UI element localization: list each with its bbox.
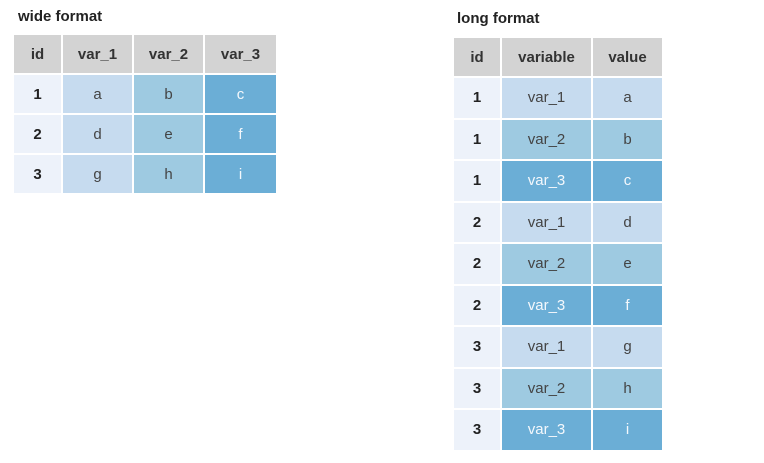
long-id-cell: 1	[454, 119, 502, 161]
wide-id-cell: 2	[14, 115, 63, 155]
long-table-row: 2 var_3 f	[454, 285, 662, 327]
wide-table-row: 1 a b c	[14, 75, 276, 115]
long-variable-cell: var_3	[502, 410, 593, 452]
long-value-cell: a	[593, 78, 662, 120]
wide-value-cell: d	[63, 115, 134, 155]
long-header-row: id variable value	[454, 38, 662, 78]
long-value-cell: g	[593, 327, 662, 369]
wide-value-cell: h	[134, 155, 205, 195]
wide-table-row: 2 d e f	[14, 115, 276, 155]
long-value-cell: d	[593, 202, 662, 244]
wide-id-cell: 3	[14, 155, 63, 195]
wide-value-cell: e	[134, 115, 205, 155]
long-variable-cell: var_1	[502, 78, 593, 120]
long-id-cell: 3	[454, 410, 502, 452]
wide-header-cell: var_3	[205, 35, 276, 75]
long-table-row: 3 var_1 g	[454, 327, 662, 369]
long-value-cell: i	[593, 410, 662, 452]
wide-header-cell: var_1	[63, 35, 134, 75]
wide-header-cell: var_2	[134, 35, 205, 75]
wide-value-cell: b	[134, 75, 205, 115]
wide-value-cell: c	[205, 75, 276, 115]
long-variable-cell: var_1	[502, 202, 593, 244]
long-table-row: 2 var_1 d	[454, 202, 662, 244]
long-id-cell: 2	[454, 285, 502, 327]
long-value-cell: h	[593, 368, 662, 410]
long-value-cell: e	[593, 244, 662, 286]
wide-format-title: wide format	[18, 8, 103, 25]
long-table-row: 1 var_1 a	[454, 78, 662, 120]
long-id-cell: 3	[454, 368, 502, 410]
wide-value-cell: g	[63, 155, 134, 195]
long-format-title: long format	[457, 10, 540, 27]
long-id-cell: 1	[454, 78, 502, 120]
wide-value-cell: a	[63, 75, 134, 115]
long-header-cell: variable	[502, 38, 593, 78]
long-format-table: id variable value 1 var_1 a 1 var_2 b 1 …	[454, 38, 662, 452]
long-variable-cell: var_2	[502, 119, 593, 161]
long-value-cell: f	[593, 285, 662, 327]
wide-header-cell: id	[14, 35, 63, 75]
long-variable-cell: var_3	[502, 161, 593, 203]
long-variable-cell: var_3	[502, 285, 593, 327]
long-table-row: 3 var_3 i	[454, 410, 662, 452]
wide-id-cell: 1	[14, 75, 63, 115]
long-value-cell: c	[593, 161, 662, 203]
long-id-cell: 3	[454, 327, 502, 369]
wide-header-row: id var_1 var_2 var_3	[14, 35, 276, 75]
wide-format-table: id var_1 var_2 var_3 1 a b c 2 d e f 3 g…	[14, 35, 276, 195]
long-table-row: 2 var_2 e	[454, 244, 662, 286]
long-header-cell: id	[454, 38, 502, 78]
long-variable-cell: var_1	[502, 327, 593, 369]
long-value-cell: b	[593, 119, 662, 161]
long-id-cell: 1	[454, 161, 502, 203]
wide-value-cell: i	[205, 155, 276, 195]
long-header-cell: value	[593, 38, 662, 78]
wide-table-row: 3 g h i	[14, 155, 276, 195]
long-variable-cell: var_2	[502, 244, 593, 286]
long-table-row: 1 var_2 b	[454, 119, 662, 161]
wide-value-cell: f	[205, 115, 276, 155]
long-id-cell: 2	[454, 244, 502, 286]
long-variable-cell: var_2	[502, 368, 593, 410]
long-id-cell: 2	[454, 202, 502, 244]
long-table-row: 1 var_3 c	[454, 161, 662, 203]
long-table-row: 3 var_2 h	[454, 368, 662, 410]
